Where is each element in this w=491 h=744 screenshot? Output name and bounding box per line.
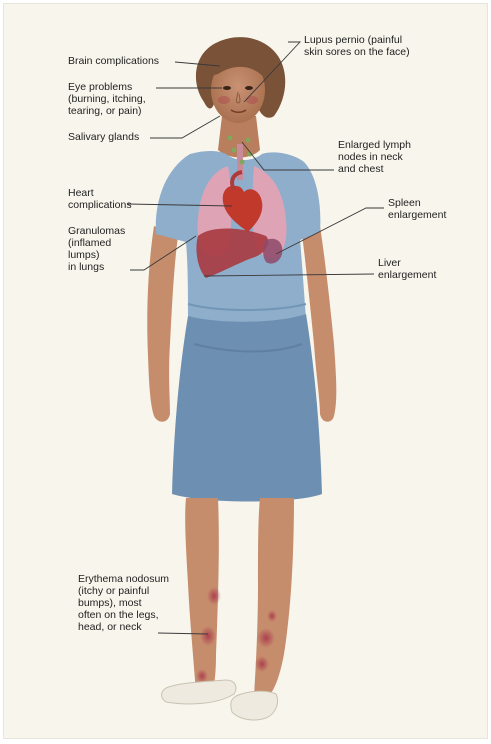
skirt — [172, 314, 322, 502]
lymph-node — [240, 160, 245, 165]
lymph-node — [232, 148, 237, 153]
label-heart-complications: Heart complications — [68, 187, 132, 211]
label-granulomas: Granulomas (inflamed lumps) in lungs — [68, 225, 125, 273]
label-lupus-pernio: Lupus pernio (painful skin sores on the … — [304, 34, 410, 58]
left-arm — [147, 226, 178, 422]
rash-spot — [196, 669, 208, 683]
label-salivary-glands: Salivary glands — [68, 131, 139, 143]
label-erythema-nodosum: Erythema nodosum (itchy or painful bumps… — [78, 573, 169, 633]
illustration-frame: Brain complications Eye problems (burnin… — [3, 3, 488, 739]
rash-spot — [267, 610, 277, 622]
rash-spot — [257, 628, 275, 648]
lymph-node — [228, 136, 233, 141]
left-sandal — [162, 680, 236, 704]
label-spleen-enlargement: Spleen enlargement — [388, 197, 446, 221]
leader-salivary — [150, 116, 220, 138]
rash-spot — [200, 626, 216, 646]
right-eye — [245, 86, 253, 90]
label-liver-enlargement: Liver enlargement — [378, 257, 436, 281]
label-lymph-nodes: Enlarged lymph nodes in neck and chest — [338, 139, 411, 175]
rash-spot — [207, 587, 221, 605]
rash-spot — [255, 656, 269, 672]
left-eye — [223, 86, 231, 90]
lupus-patch — [218, 96, 230, 104]
lupus-patch — [246, 96, 258, 104]
lymph-node — [246, 138, 251, 143]
label-eye-problems: Eye problems (burning, itching, tearing,… — [68, 81, 146, 117]
label-brain-complications: Brain complications — [68, 55, 159, 67]
right-sandal — [231, 691, 278, 720]
